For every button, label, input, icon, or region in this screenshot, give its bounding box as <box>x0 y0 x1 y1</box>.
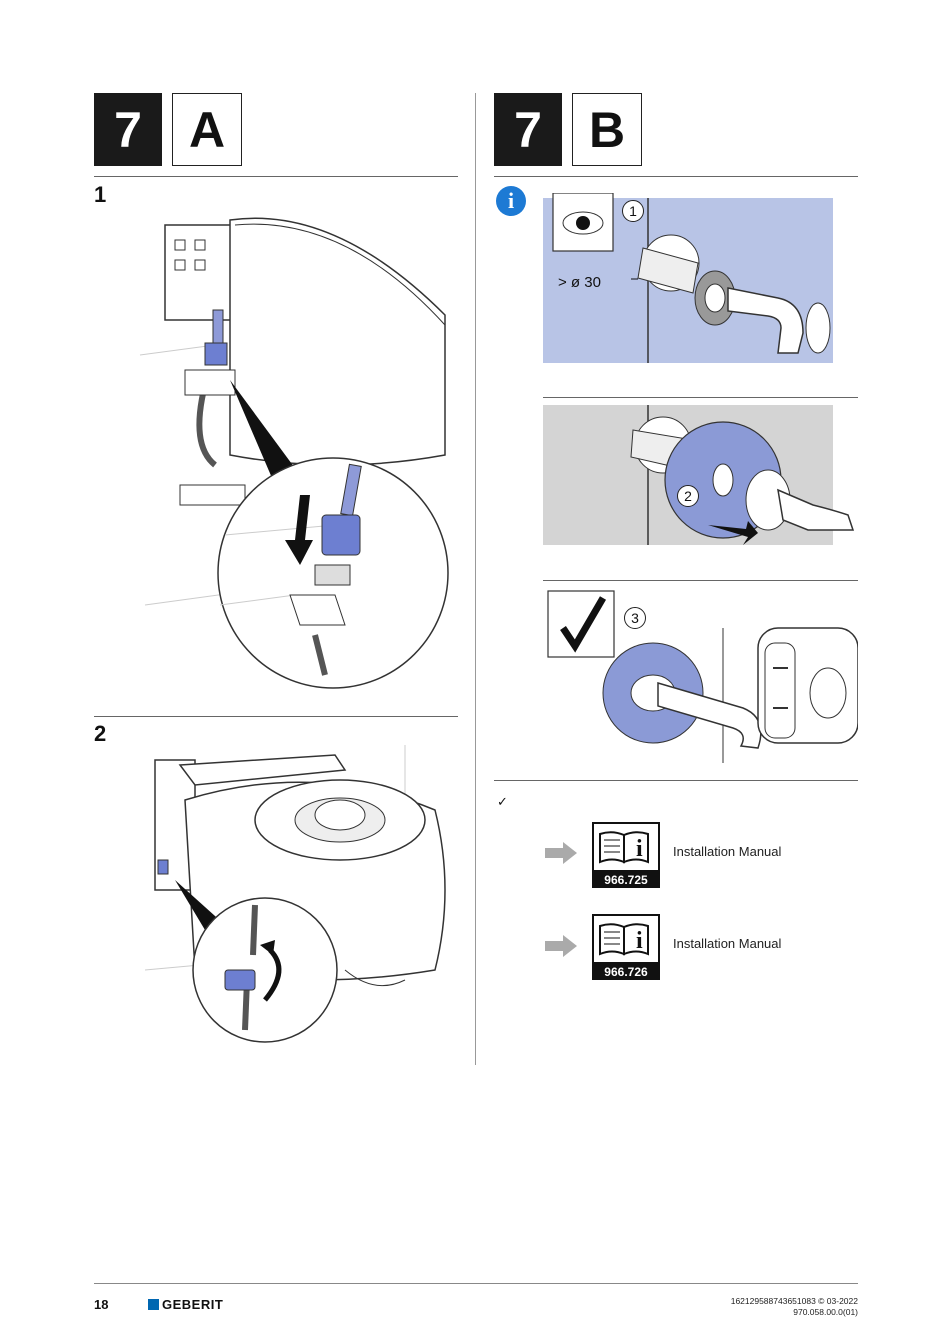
column-divider <box>475 93 476 1065</box>
brand-square-icon <box>148 1299 159 1310</box>
callout-3: 3 <box>624 607 646 629</box>
step-2-label: 2 <box>94 721 106 747</box>
step-number-a: 7 <box>94 93 162 166</box>
manual-label-1: Installation Manual <box>673 844 781 859</box>
footer-rule <box>94 1283 858 1284</box>
arrow-right-icon <box>545 842 577 864</box>
illustration-rosette-fitted <box>543 588 858 763</box>
brand-name: GEBERIT <box>162 1297 223 1312</box>
panel-divider-3 <box>494 780 858 781</box>
step-number-b: 7 <box>494 93 562 166</box>
document-code-line2: 970.058.00.0(01) <box>640 1307 858 1318</box>
svg-text:i: i <box>636 836 643 862</box>
book-icon: i <box>592 914 660 964</box>
manual-number-1: 966.725 <box>592 872 660 888</box>
illustration-open-valve <box>135 740 465 1060</box>
document-code-line1: 1621295887436510​83 © 03-2022 <box>640 1296 858 1307</box>
step-divider <box>94 716 458 717</box>
section-a-rule <box>94 176 458 177</box>
diameter-label: > ø 30 <box>558 274 601 291</box>
callout-1: 1 <box>622 200 644 222</box>
brand-logo: GEBERIT <box>148 1297 223 1312</box>
callout-2: 2 <box>677 485 699 507</box>
step-1-label: 1 <box>94 182 106 208</box>
svg-text:i: i <box>636 928 643 954</box>
illustration-connect-hose <box>135 195 465 700</box>
page-number: 18 <box>94 1297 108 1312</box>
panel-divider-2 <box>543 580 858 581</box>
section-b-rule <box>494 176 858 177</box>
step-letter-a: A <box>172 93 242 166</box>
step-letter-b: B <box>572 93 642 166</box>
document-code: 1621295887436510​83 © 03-2022 970.058.00… <box>640 1296 858 1318</box>
illustration-rosette-slide <box>543 405 858 550</box>
manual-number-2: 966.726 <box>592 964 660 980</box>
panel-divider-1 <box>543 397 858 398</box>
info-icon: i <box>496 186 526 216</box>
arrow-right-icon <box>545 935 577 957</box>
check-note: ✓ <box>497 794 508 810</box>
manual-book-2[interactable]: i 966.726 <box>592 914 660 982</box>
manual-book-1[interactable]: i 966.725 <box>592 822 660 890</box>
manual-label-2: Installation Manual <box>673 936 781 951</box>
book-icon: i <box>592 822 660 872</box>
